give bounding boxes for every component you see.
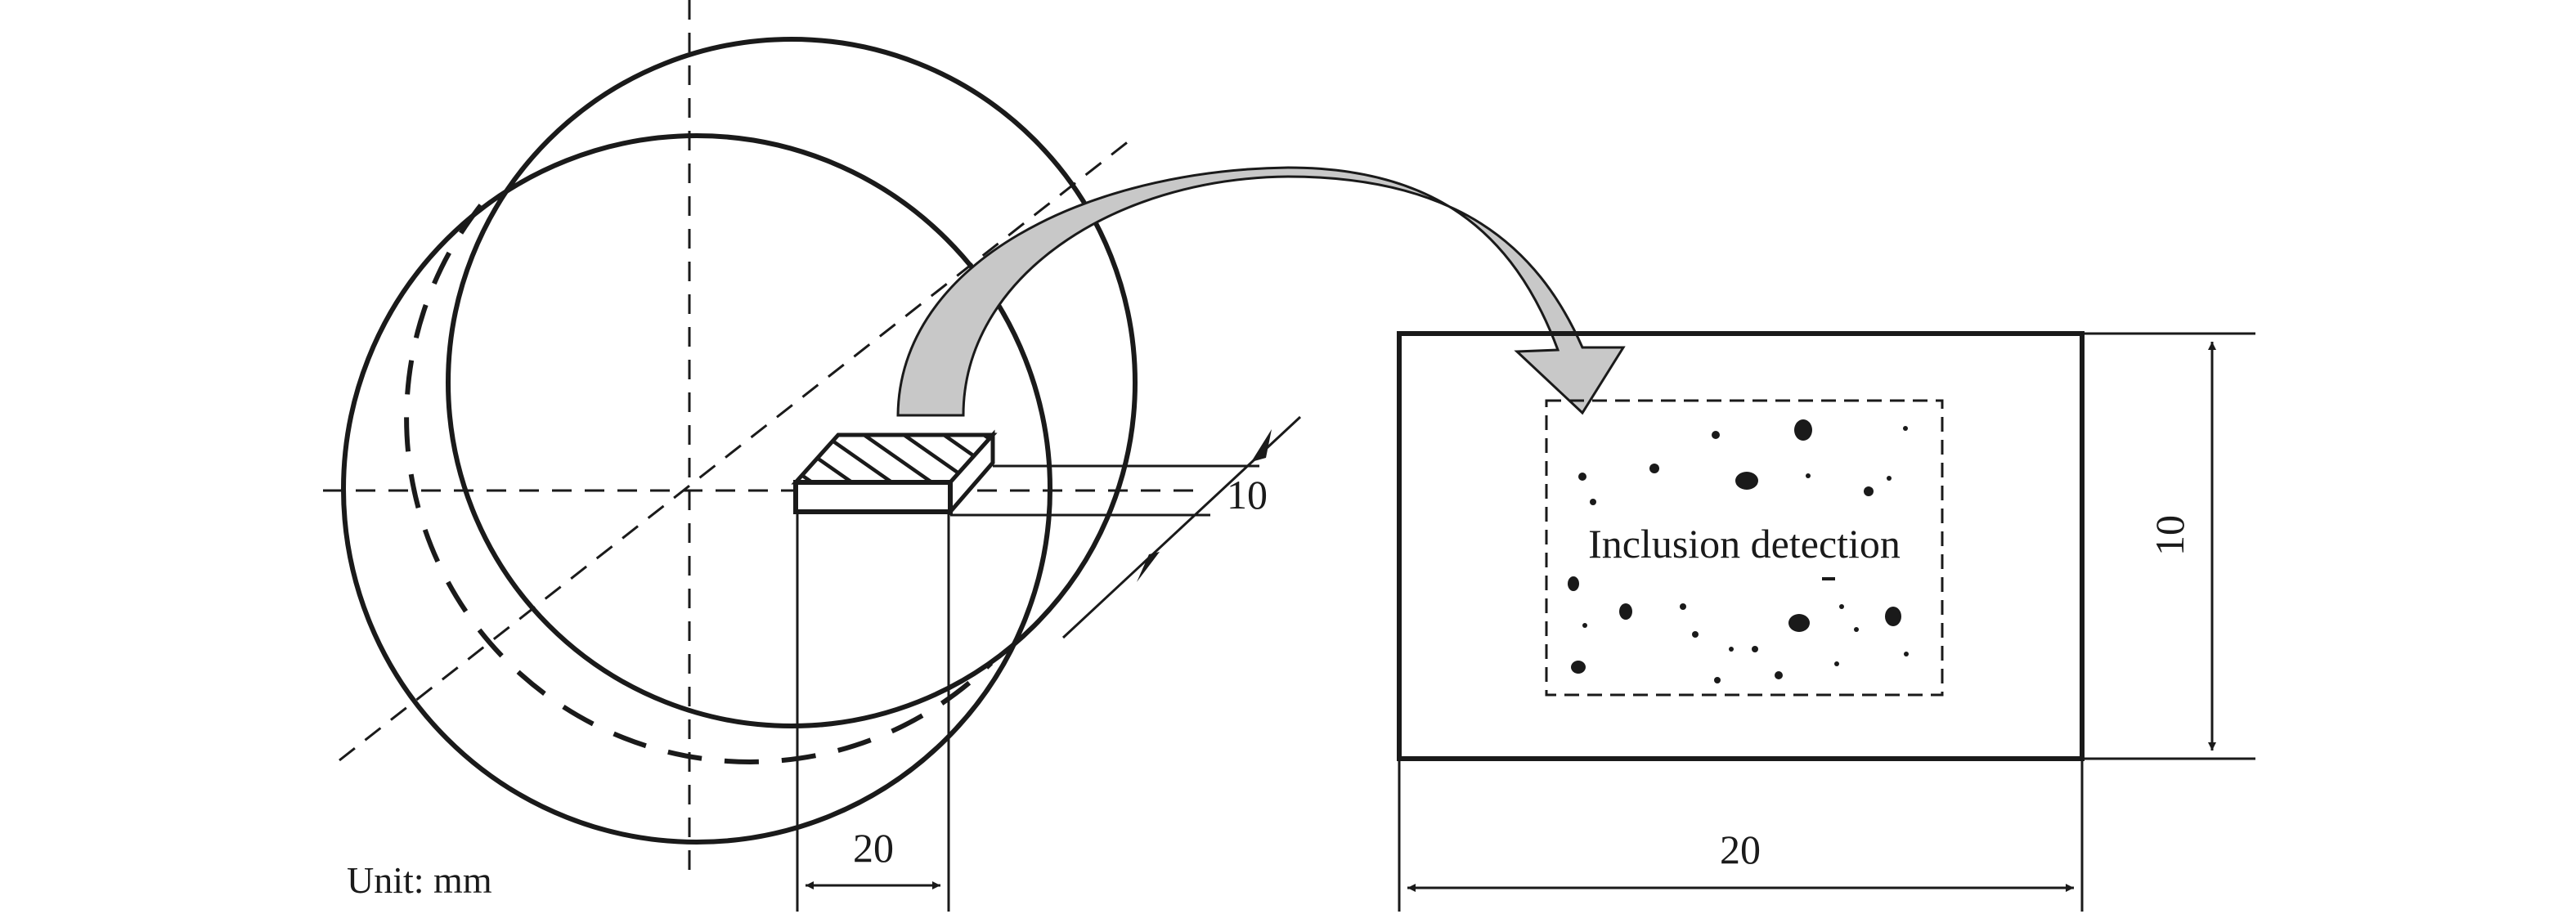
inclusion-particle (1578, 473, 1586, 481)
inclusion-particle (1571, 661, 1586, 674)
ingot-cross-section-view: 10 20 Unit: mm (323, 0, 1626, 912)
inclusion-particle (1619, 603, 1632, 620)
width-dimension-left: 20 (796, 512, 950, 912)
inclusion-particle (1887, 476, 1892, 481)
width-dimension-right: 20 (1398, 759, 2084, 912)
inclusion-particle (1839, 604, 1844, 609)
sample-block (791, 429, 998, 518)
inclusion-particle (1729, 647, 1734, 652)
inclusion-particle (1794, 419, 1812, 441)
diagonal-centerline (339, 133, 1138, 762)
inclusion-detection-region (1545, 399, 1944, 697)
sample-front-face (793, 480, 953, 514)
height-label: 10 (2147, 515, 2192, 556)
hidden-edge-arc (404, 204, 994, 764)
unit-label: Unit: mm (347, 859, 492, 901)
inclusion-particle (1568, 576, 1579, 591)
inclusion-particle (1864, 486, 1874, 496)
height-dimension: 10 (2082, 332, 2255, 760)
inclusion-particle (1822, 577, 1835, 580)
front-circle (341, 133, 1052, 845)
inclusion-particle (1692, 631, 1699, 638)
sample-outline (1397, 331, 2085, 761)
back-circle (446, 37, 1138, 728)
inclusion-particle (1903, 426, 1908, 431)
width-label-right: 20 (1720, 827, 1761, 872)
sample-detail-view: Inclusion detection 10 20 (1397, 331, 2255, 912)
thickness-dimension: 10 (950, 415, 1302, 639)
inclusion-particle (1788, 614, 1810, 632)
width-label-left: 20 (853, 825, 894, 871)
inclusion-particle (1735, 472, 1758, 490)
inclusion-particle (1775, 671, 1783, 679)
inclusion-particle (1885, 607, 1901, 626)
inclusion-particle (1590, 499, 1596, 505)
inclusion-particle (1854, 627, 1859, 632)
inclusion-particle (1752, 646, 1758, 652)
inclusion-particle (1582, 623, 1587, 628)
inclusion-particle (1714, 677, 1721, 683)
extraction-arrow (896, 166, 1626, 417)
inclusion-particle (1834, 661, 1839, 666)
inclusion-particles (1568, 419, 1909, 683)
thickness-label: 10 (1227, 472, 1268, 518)
inclusion-particle (1680, 603, 1686, 610)
inclusion-particle (1649, 464, 1659, 473)
inclusion-particle (1806, 473, 1811, 478)
inclusion-particle (1712, 431, 1720, 439)
inclusion-detection-label: Inclusion detection (1588, 521, 1901, 567)
inclusion-particle (1904, 652, 1909, 656)
